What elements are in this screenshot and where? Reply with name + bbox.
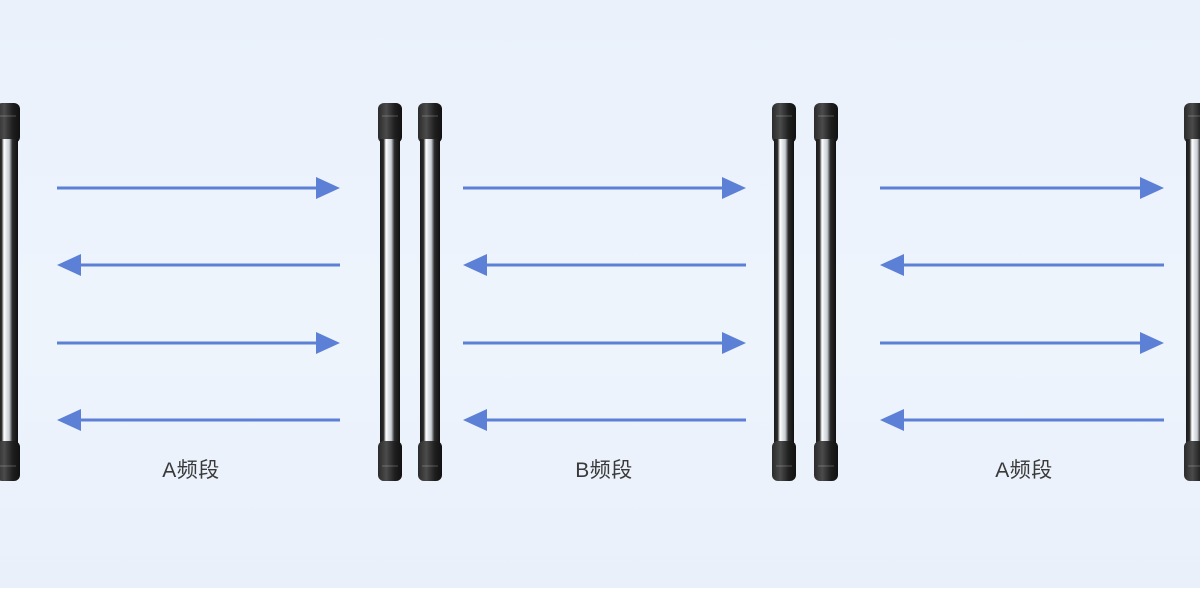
beam-detector-pole-3: [418, 103, 442, 481]
pole-cap-top: [814, 103, 838, 143]
pole-cap-top: [772, 103, 796, 143]
pole-cap-bottom: [1184, 441, 1200, 481]
arrow-left-icon: [880, 251, 1164, 279]
pole-cap-bottom: [418, 441, 442, 481]
beam-detector-pole-2: [378, 103, 402, 481]
arrow-left-icon: [463, 406, 746, 434]
pole-cap-bottom: [0, 441, 20, 481]
beam-detector-pole-1: [0, 103, 20, 481]
pole-body: [816, 139, 836, 445]
pole-cap-top: [1184, 103, 1200, 143]
pole-cap-top: [0, 103, 20, 143]
arrow-left-icon: [880, 406, 1164, 434]
band-label-2: B频段: [575, 459, 633, 482]
pole-cap-top: [378, 103, 402, 143]
bottom-band: [0, 588, 1200, 600]
pole-body: [0, 139, 18, 445]
arrow-left-icon: [57, 251, 340, 279]
pole-body: [420, 139, 440, 445]
beam-detector-pole-4: [772, 103, 796, 481]
band-label-3: A频段: [995, 459, 1053, 482]
arrow-right-icon: [463, 174, 746, 202]
beam-detector-pole-6: [1184, 103, 1200, 481]
pole-cap-top: [418, 103, 442, 143]
pole-body: [380, 139, 400, 445]
arrow-left-icon: [57, 406, 340, 434]
pole-cap-bottom: [378, 441, 402, 481]
band-label-1: A频段: [162, 459, 220, 482]
pole-body: [774, 139, 794, 445]
pole-cap-bottom: [772, 441, 796, 481]
pole-cap-bottom: [814, 441, 838, 481]
arrow-right-icon: [880, 329, 1164, 357]
arrow-right-icon: [57, 174, 340, 202]
beam-detector-pole-5: [814, 103, 838, 481]
arrow-right-icon: [880, 174, 1164, 202]
arrow-right-icon: [463, 329, 746, 357]
pole-body: [1186, 139, 1200, 445]
arrow-left-icon: [463, 251, 746, 279]
arrow-right-icon: [57, 329, 340, 357]
